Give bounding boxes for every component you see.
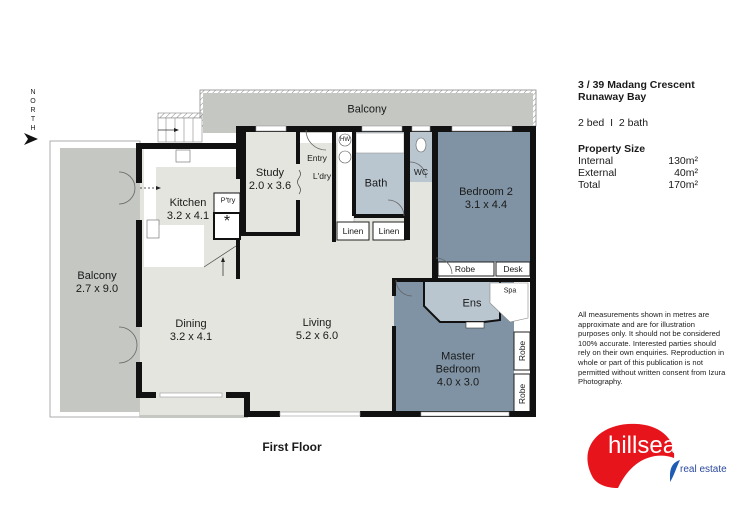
label-desk: Desk	[503, 264, 523, 274]
label-linen-2: Linen	[378, 226, 400, 236]
balcony-left	[49, 140, 141, 418]
size-row-total: Total 170m²	[578, 179, 698, 191]
address-line-2: Runaway Bay	[578, 91, 647, 103]
label-robe-bedroom-2: Robe	[454, 264, 476, 274]
address-line-1: 3 / 39 Madang Crescent	[578, 79, 695, 91]
floor-title: First Floor	[262, 440, 322, 454]
compass-label: N O R T H	[30, 89, 36, 132]
label-entry: Entry	[307, 153, 327, 163]
label-wc: WC	[413, 167, 429, 177]
label-hot-water: HW	[340, 137, 350, 143]
logo-swoosh-icon	[587, 423, 680, 488]
hillsea-logo: hillsea real estate	[578, 418, 748, 490]
room-label-ensuite: Ens	[462, 297, 482, 310]
room-label-balcony-top: Balcony	[347, 103, 387, 116]
north-arrow-icon	[24, 133, 38, 145]
label-linen-1: Linen	[342, 226, 364, 236]
room-label-bath: Bath	[364, 177, 388, 190]
logo-name: hillsea	[608, 432, 677, 459]
label-pantry: P'try	[220, 195, 236, 205]
label-laundry: L'dry	[312, 171, 332, 181]
windows	[159, 125, 513, 417]
size-row-external: External 40m²	[578, 167, 698, 179]
beds-baths: 2 bed I 2 bath	[578, 117, 649, 129]
label-robe-master-1: Robe	[517, 340, 527, 362]
label-robe-master-2: Robe	[517, 383, 527, 405]
property-size-title: Property Size	[578, 143, 646, 155]
label-spa: Spa	[503, 287, 517, 295]
exterior-stairs	[157, 112, 203, 143]
asterisk-icon: *	[223, 213, 231, 230]
doors	[118, 129, 453, 364]
property-info: 3 / 39 Madang Crescent Runaway Bay 2 bed…	[578, 79, 748, 191]
size-row-internal: Internal 130m²	[578, 155, 698, 167]
logo-tagline: real estate	[680, 464, 727, 475]
disclaimer: All measurements shown in metres are app…	[578, 310, 726, 387]
